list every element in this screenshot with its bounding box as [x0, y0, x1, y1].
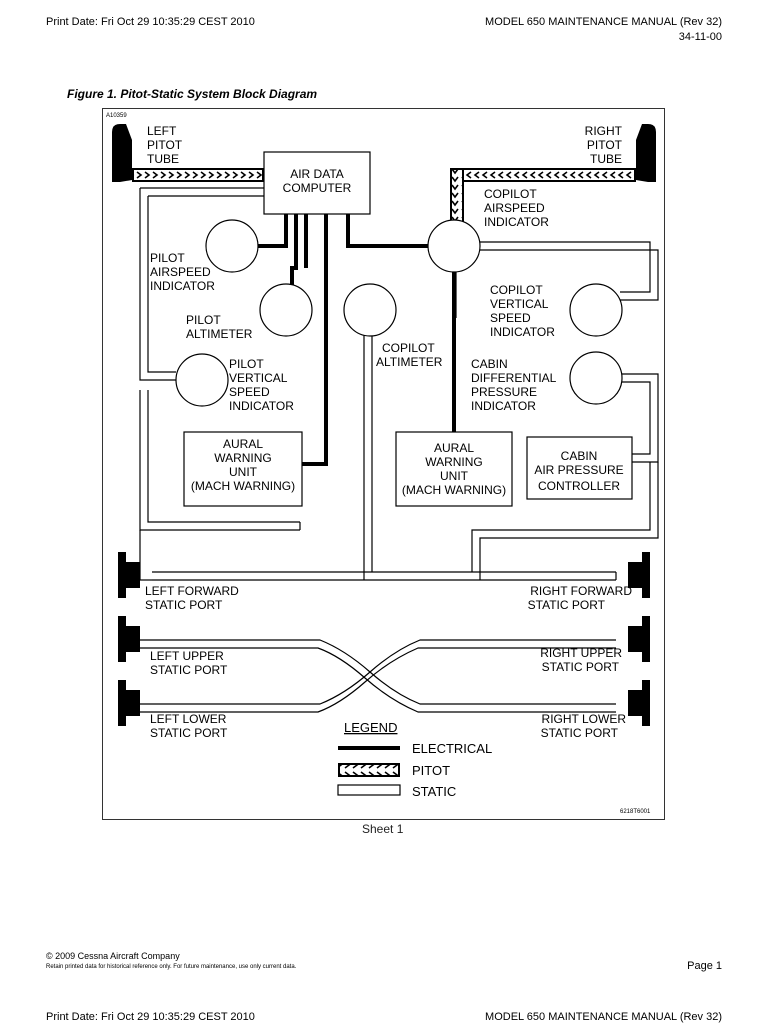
pilot-altimeter-label-2: ALTIMETER [186, 327, 253, 341]
copilot-vsi-label-4: INDICATOR [490, 325, 555, 339]
pilot-vsi-label-3: SPEED [229, 385, 270, 399]
aural-warning-left-box [183, 431, 303, 507]
right-lower-label-2: STATIC PORT [541, 726, 619, 740]
copilot-vsi-label-1: COPILOT [490, 283, 543, 297]
right-forward-label-1: RIGHT FORWARD [530, 584, 632, 598]
pilot-vsi-label-1: PILOT [229, 357, 264, 371]
cabin-diff-label-4: INDICATOR [471, 399, 536, 413]
left-forward-label-1: LEFT FORWARD [145, 584, 239, 598]
cabin-controller-label-1: CABIN [561, 449, 598, 463]
static-lines [139, 187, 659, 713]
right-pitot-label-1: RIGHT [585, 124, 623, 138]
air-data-computer-box [263, 151, 371, 215]
right-forward-label-2: STATIC PORT [528, 598, 606, 612]
header-print-date: Print Date: Fri Oct 29 10:35:29 CEST 201… [46, 16, 255, 28]
right-upper-label-1: RIGHT UPPER [540, 646, 622, 660]
retain-notice: Retain printed data for historical refer… [46, 964, 297, 970]
aural-left-label-4: (MACH WARNING) [191, 479, 295, 493]
cabin-diff-label-3: PRESSURE [471, 385, 537, 399]
legend-pitot-swatch [338, 763, 400, 777]
legend-electrical-label: ELECTRICAL [412, 741, 492, 756]
copilot-airspeed-label-1: COPILOT [484, 187, 537, 201]
right-pitot-tube-icon [450, 124, 656, 234]
pilot-vsi-label-4: INDICATOR [229, 399, 294, 413]
left-lower-label-1: LEFT LOWER [150, 712, 227, 726]
header-manual-title: MODEL 650 MAINTENANCE MANUAL (Rev 32) [485, 16, 722, 28]
footer-print-date: Print Date: Fri Oct 29 10:35:29 CEST 201… [46, 1011, 255, 1023]
left-pitot-label-3: TUBE [147, 152, 179, 166]
right-lower-label-1: RIGHT LOWER [542, 712, 627, 726]
right-pitot-label-3: TUBE [590, 152, 622, 166]
pilot-altimeter-label-1: PILOT [186, 313, 221, 327]
sheet-label: Sheet 1 [362, 822, 404, 836]
pilot-airspeed-gauge-icon [205, 219, 259, 273]
cabin-diff-label-2: DIFFERENTIAL [471, 371, 557, 385]
cabin-pressure-controller-box [526, 436, 633, 500]
figure-id-bottom: 6218T6001 [620, 809, 651, 815]
left-pitot-label-2: PITOT [147, 138, 183, 152]
copilot-airspeed-gauge-icon [427, 219, 481, 273]
page-number: Page 1 [687, 960, 722, 972]
air-data-computer-label-2: COMPUTER [283, 181, 352, 195]
header-section-code: 34-11-00 [678, 31, 722, 43]
pilot-altimeter-gauge-icon [259, 283, 313, 337]
copilot-altimeter-label-1: COPILOT [382, 341, 435, 355]
static-port-icons [118, 552, 650, 726]
aural-left-label-3: UNIT [229, 465, 258, 479]
pilot-vsi-label-2: VERTICAL [229, 371, 288, 385]
pilot-airspeed-label-2: AIRSPEED [150, 265, 211, 279]
diagram-frame [102, 108, 665, 820]
aural-right-label-4: (MACH WARNING) [402, 483, 506, 497]
footer-manual-title: MODEL 650 MAINTENANCE MANUAL (Rev 32) [485, 1011, 722, 1023]
figure-id-top: A10359 [106, 113, 127, 119]
pilot-airspeed-label-3: INDICATOR [150, 279, 215, 293]
left-upper-label-2: STATIC PORT [150, 663, 228, 677]
left-pitot-tube-icon [112, 124, 264, 182]
legend-static-label: STATIC [412, 784, 456, 799]
left-upper-label-1: LEFT UPPER [150, 649, 224, 663]
copyright: © 2009 Cessna Aircraft Company [46, 951, 180, 961]
copilot-vsi-gauge-icon [569, 283, 623, 337]
legend-title: LEGEND [344, 720, 397, 735]
left-forward-label-2: STATIC PORT [145, 598, 223, 612]
cabin-controller-label-3: CONTROLLER [538, 479, 620, 493]
aural-right-label-3: UNIT [440, 469, 469, 483]
air-data-computer-label-1: AIR DATA [290, 167, 344, 181]
right-upper-label-2: STATIC PORT [542, 660, 620, 674]
cabin-diff-label-1: CABIN [471, 357, 508, 371]
aural-left-label-1: AURAL [223, 437, 263, 451]
pilot-airspeed-label-1: PILOT [150, 251, 185, 265]
legend-static-swatch [337, 784, 401, 796]
cabin-controller-label-2: AIR PRESSURE [534, 463, 623, 477]
copilot-altimeter-gauge-icon [343, 283, 397, 337]
copilot-altimeter-label-2: ALTIMETER [376, 355, 443, 369]
aural-warning-right-box [395, 431, 513, 507]
legend-pitot-label: PITOT [412, 763, 450, 778]
copilot-vsi-label-3: SPEED [490, 311, 531, 325]
left-lower-label-2: STATIC PORT [150, 726, 228, 740]
figure-title: Figure 1. Pitot-Static System Block Diag… [67, 87, 318, 101]
cabin-diff-gauge-icon [569, 351, 623, 405]
aural-left-label-2: WARNING [214, 451, 272, 465]
aural-right-label-1: AURAL [434, 441, 474, 455]
copilot-airspeed-label-2: AIRSPEED [484, 201, 545, 215]
aural-right-label-2: WARNING [425, 455, 483, 469]
copilot-vsi-label-2: VERTICAL [490, 297, 549, 311]
right-pitot-label-2: PITOT [587, 138, 623, 152]
left-pitot-label-1: LEFT [147, 124, 177, 138]
copilot-airspeed-label-3: INDICATOR [484, 215, 549, 229]
electrical-lines [258, 214, 456, 466]
pilot-vsi-gauge-icon [175, 353, 229, 407]
